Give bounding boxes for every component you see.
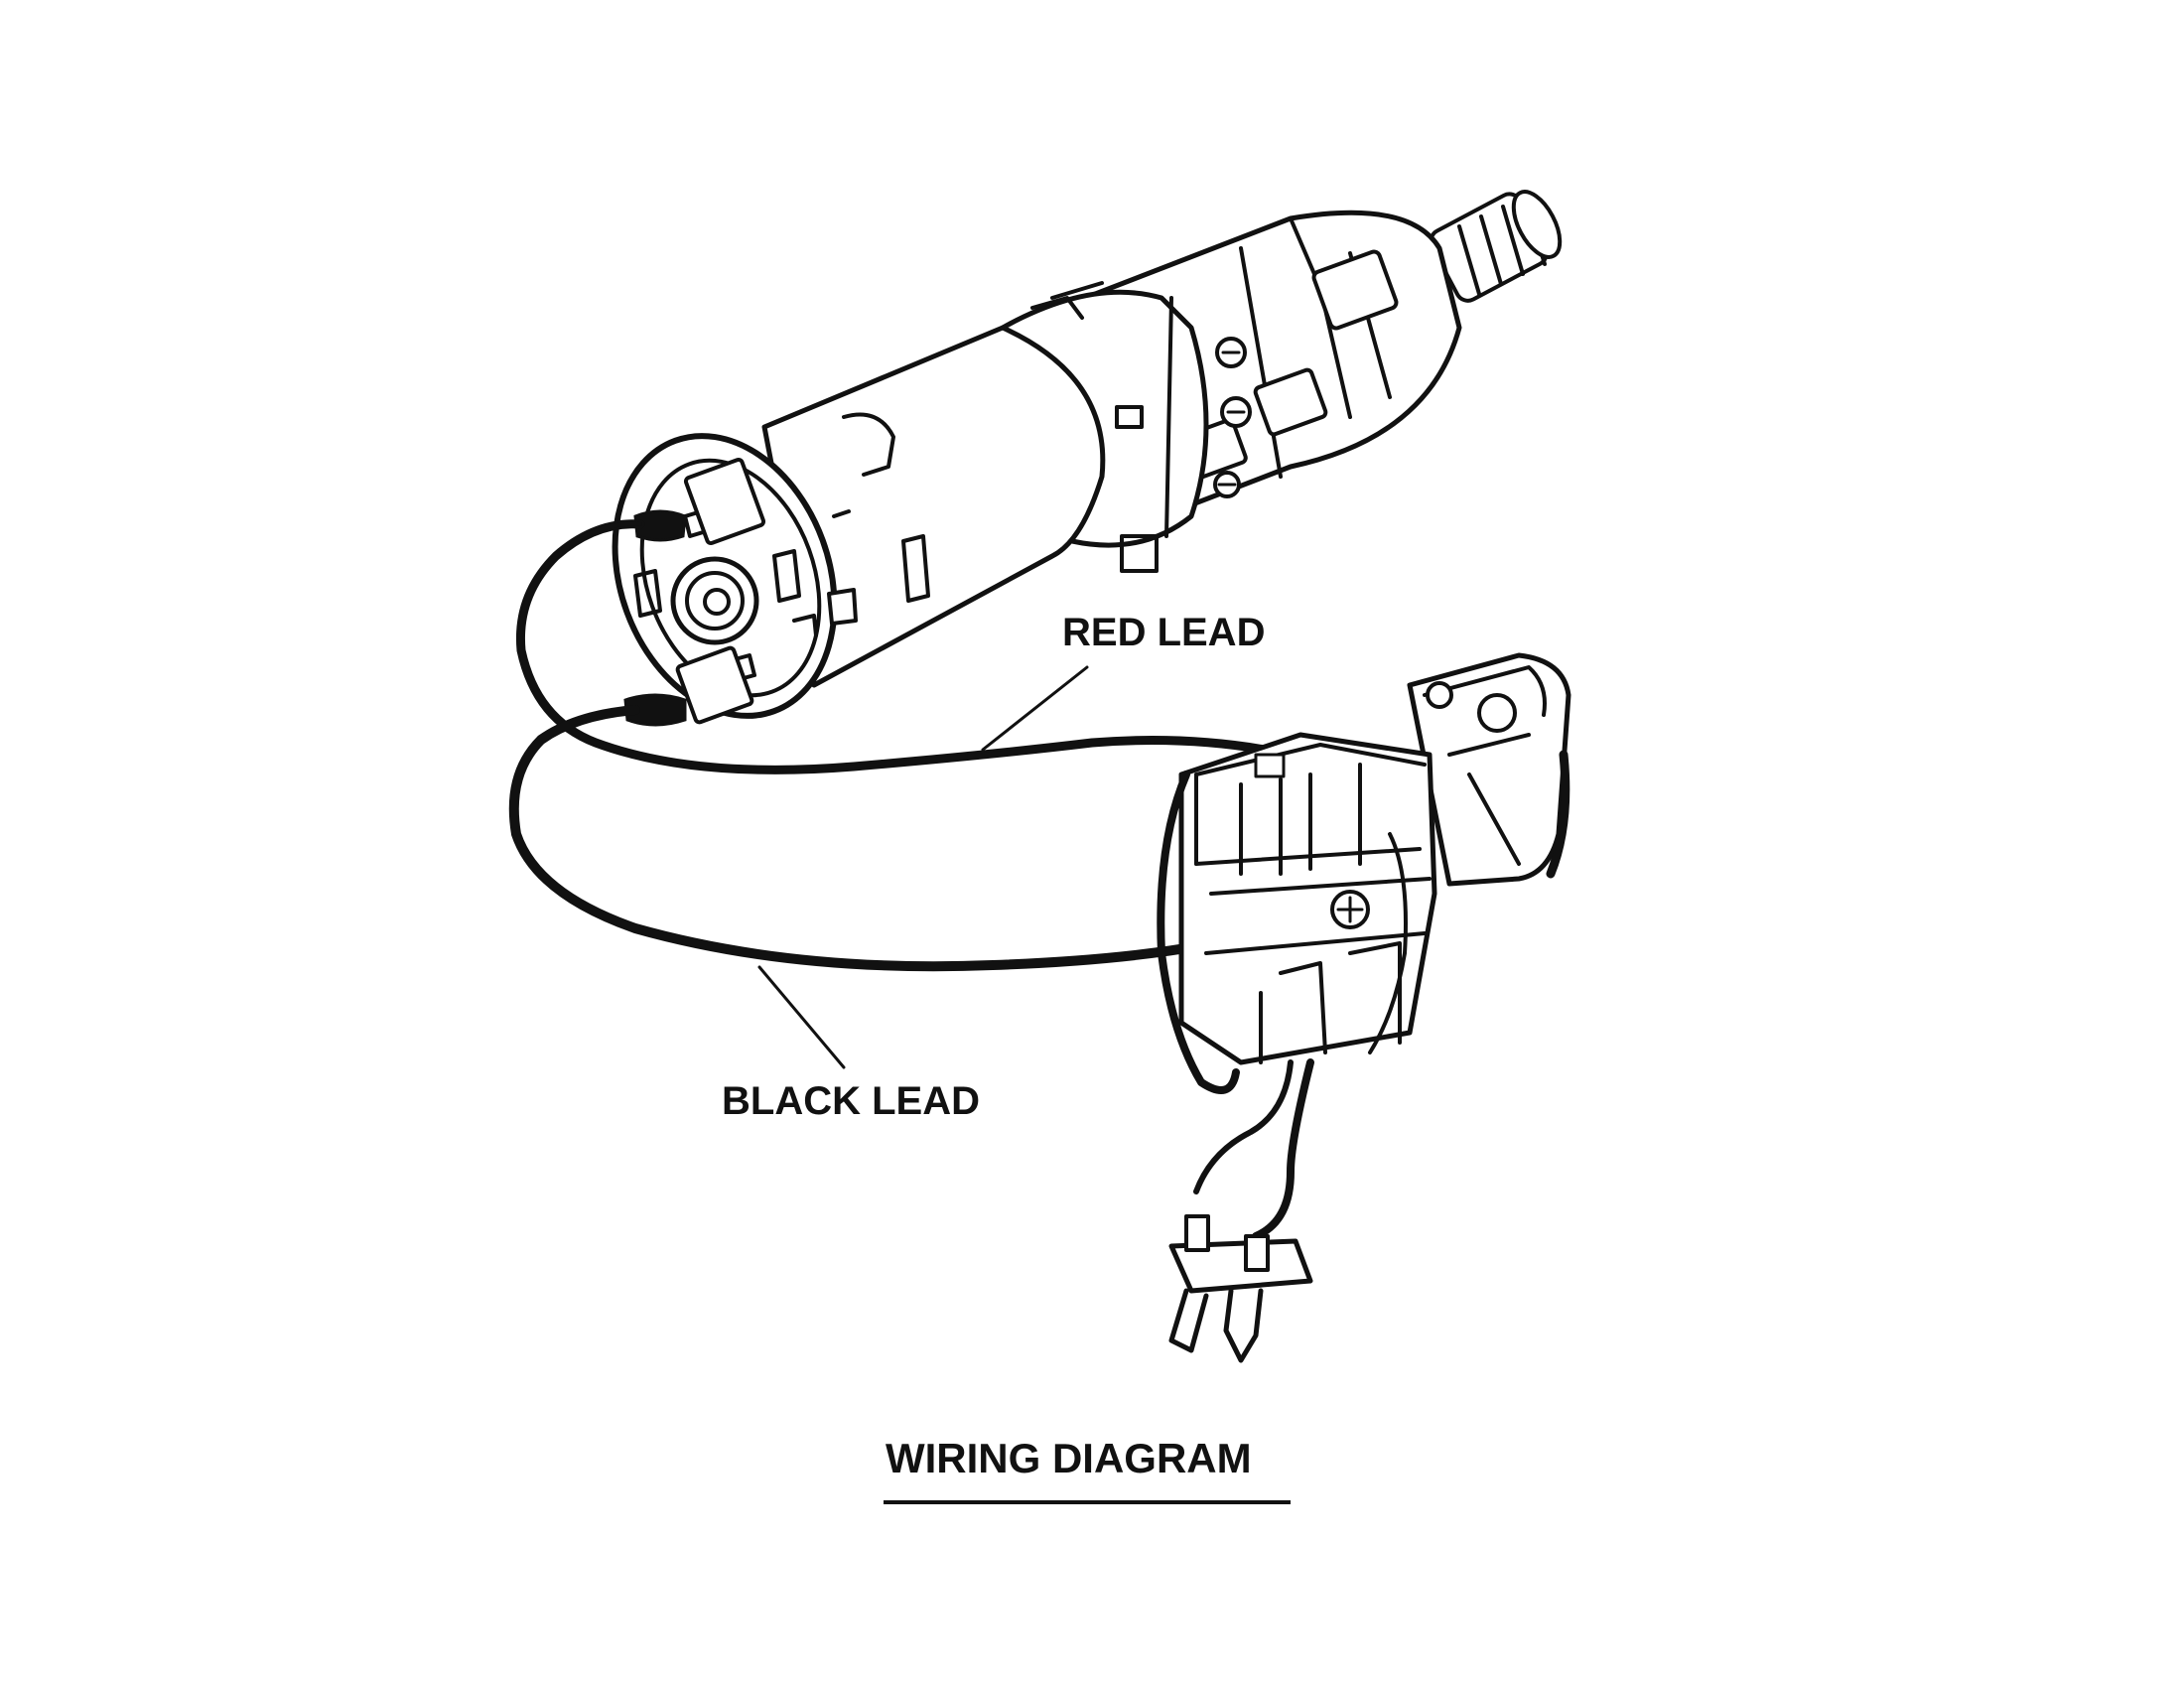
black-lead-label: BLACK LEAD xyxy=(722,1079,980,1123)
red-lead-leader xyxy=(981,665,1089,752)
black-lead-wire xyxy=(508,705,1296,972)
black-lead-leader xyxy=(757,965,846,1069)
red-lead-label: RED LEAD xyxy=(1062,611,1265,654)
motor-terminal-bottom xyxy=(623,693,687,727)
battery-connector xyxy=(1168,1058,1314,1363)
diagram-title: WIRING DIAGRAM xyxy=(886,1435,1252,1481)
motor-can xyxy=(612,325,1106,727)
motor-assembly xyxy=(612,190,1563,727)
trigger-switch xyxy=(1157,652,1571,1094)
motor-terminal-top xyxy=(633,509,687,542)
output-shaft xyxy=(1429,190,1563,303)
gearbox xyxy=(1000,210,1462,573)
lead-wires xyxy=(508,519,1296,972)
